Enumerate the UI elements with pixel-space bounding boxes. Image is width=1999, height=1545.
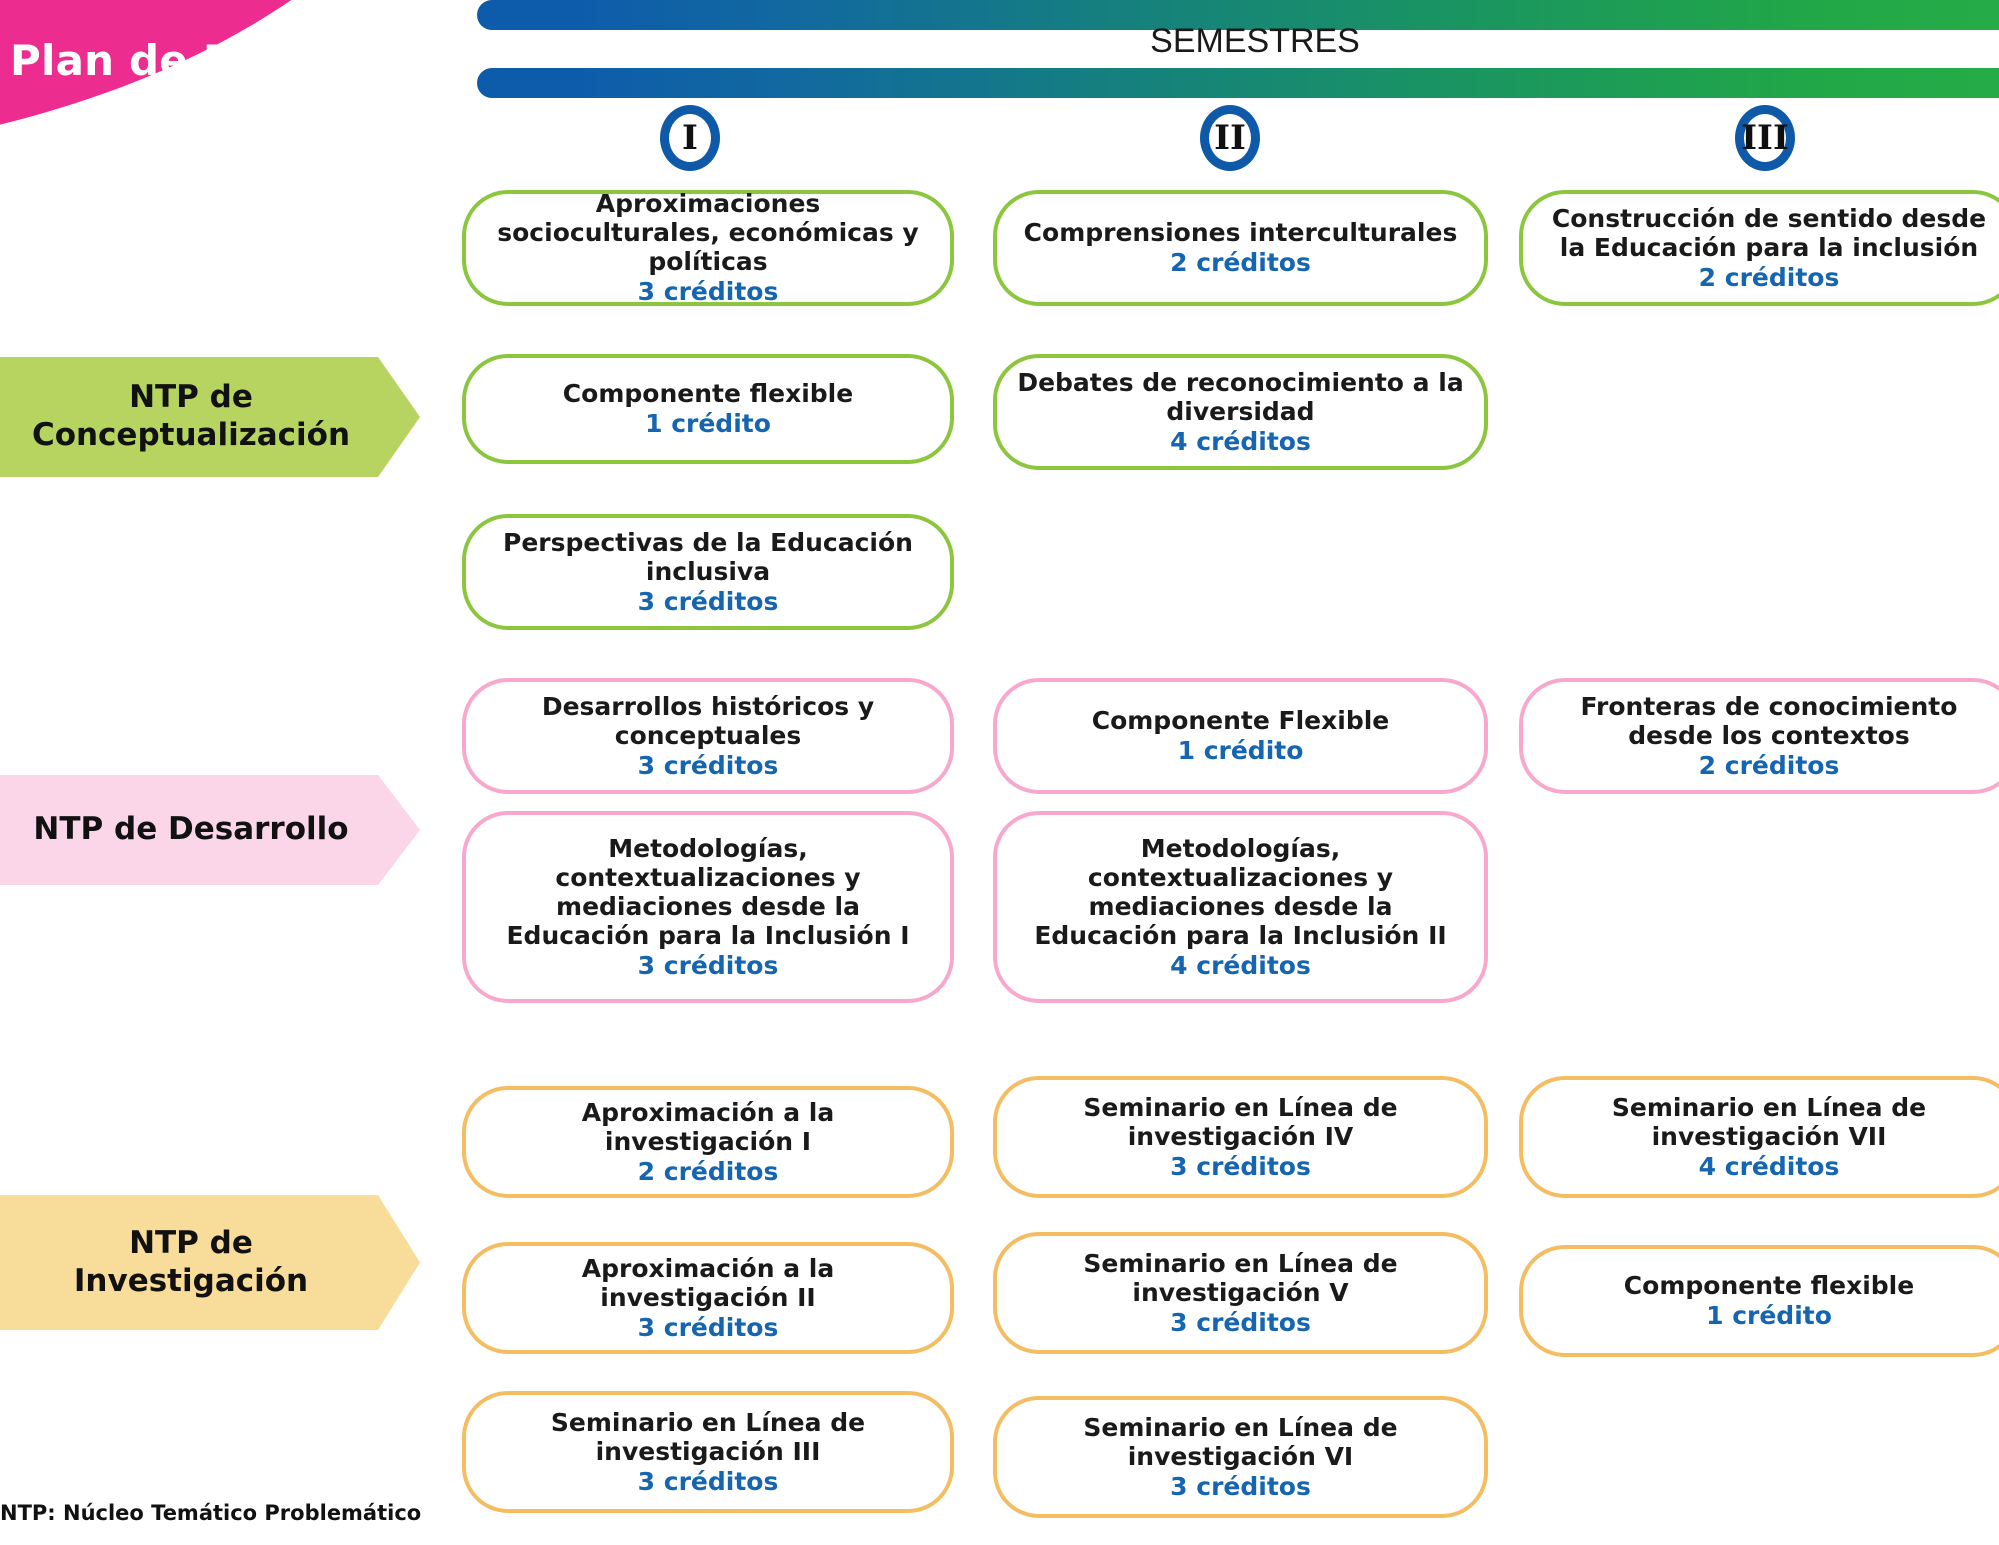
category-label-line1: NTP de — [129, 1224, 253, 1261]
course-credits: 2 créditos — [637, 1156, 779, 1186]
course-title: Seminario en Línea de investigación VI — [1083, 1412, 1398, 1471]
semesters-title: SEMESTRES — [1150, 22, 1360, 60]
course-title: Aproximación a la investigación I — [581, 1097, 835, 1156]
course-title: Componente flexible — [1623, 1271, 1915, 1300]
course-title: Seminario en Línea de investigación VII — [1611, 1092, 1927, 1151]
course-credits: 3 créditos — [1170, 1471, 1311, 1501]
semester-numeral-iii: III — [1735, 105, 1795, 171]
semester-bar-top — [477, 0, 1999, 30]
footnote: NTP: Núcleo Temático Problemático — [0, 1501, 422, 1525]
course-title: Debates de reconocimiento a la diversida… — [1017, 367, 1464, 426]
course-credits: 3 créditos — [637, 950, 779, 980]
category-label-line2: Conceptualización — [31, 417, 351, 453]
course-title: Metodologías, contextualizaciones y medi… — [1034, 833, 1447, 950]
course-title: Seminario en Línea de investigación III — [550, 1407, 866, 1466]
course-card[interactable]: Debates de reconocimiento a la diversida… — [993, 354, 1488, 470]
course-credits: 2 créditos — [1698, 750, 1840, 780]
course-credits: 3 créditos — [637, 750, 779, 780]
course-title: Seminario en Línea de investigación IV — [1083, 1092, 1398, 1151]
course-title: Aproximación a la investigación II — [581, 1253, 835, 1312]
course-title: Seminario en Línea de investigación V — [1083, 1248, 1398, 1307]
course-credits: 4 créditos — [1170, 426, 1311, 456]
course-title: Comprensiones interculturales — [1023, 218, 1458, 247]
course-title: Perspectivas de la Educación inclusiva — [503, 527, 913, 586]
course-credits: 2 créditos — [1170, 248, 1311, 277]
semester-numeral-ii: II — [1200, 105, 1260, 171]
course-credits: 4 créditos — [1698, 1151, 1840, 1181]
course-credits: 3 créditos — [637, 1312, 779, 1342]
course-credits: 1 crédito — [645, 409, 771, 438]
course-card[interactable]: Metodologías, contextualizaciones y medi… — [993, 811, 1488, 1003]
course-credits: 3 créditos — [1170, 1151, 1311, 1181]
course-title: Componente Flexible — [1091, 706, 1390, 735]
course-card[interactable]: Aproximaciones socioculturales, económic… — [462, 189, 954, 306]
course-card[interactable]: Fronteras de conocimiento desde los cont… — [1519, 678, 1999, 794]
category-label-line1: NTP de — [129, 379, 253, 416]
course-credits: 4 créditos — [1170, 950, 1311, 980]
course-credits: 2 créditos — [1698, 262, 1840, 292]
course-credits: 3 créditos — [637, 586, 779, 616]
course-title: Aproximaciones socioculturales, económic… — [497, 189, 919, 276]
course-card[interactable]: Metodologías, contextualizaciones y medi… — [462, 811, 954, 1003]
course-credits: 3 créditos — [637, 277, 779, 306]
semester-numeral-i: I — [660, 105, 720, 171]
category-label-line1: NTP de Desarrollo — [33, 811, 349, 848]
course-title: Fronteras de conocimiento desde los cont… — [1580, 691, 1958, 750]
course-title: Componente flexible — [562, 379, 854, 408]
course-title: Construcción de sentido desde la Educaci… — [1551, 203, 1987, 262]
semester-bar-bottom — [477, 68, 1999, 98]
course-credits: 3 créditos — [637, 1466, 779, 1496]
category-banner-ntp-de-desarrollo: NTP de Desarrollo — [0, 775, 420, 885]
course-credits: 3 créditos — [1170, 1307, 1311, 1337]
course-title: Metodologías, contextualizaciones y medi… — [506, 833, 910, 950]
page-title: Plan de Estudios — [10, 36, 407, 85]
course-credits: 1 crédito — [1177, 736, 1304, 765]
category-label-line2: Investigación — [73, 1262, 309, 1299]
course-card[interactable]: Construcción de sentido desde la Educaci… — [1519, 190, 1999, 306]
course-title: Desarrollos históricos y conceptuales — [541, 691, 875, 750]
course-credits: 1 crédito — [1706, 1301, 1832, 1330]
